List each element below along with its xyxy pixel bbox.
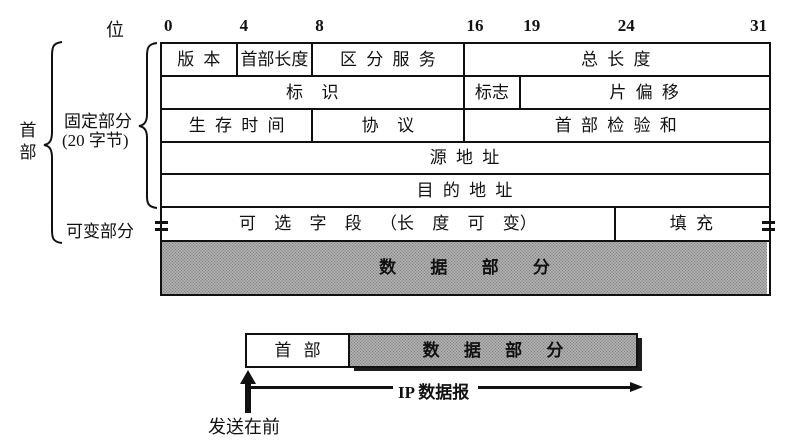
field-source-address: 源 地 址 [429,148,500,167]
ip-datagram-arrowhead [630,382,643,392]
row-3: 生 存 时 间协 议 首 部 检 验 和 [162,110,769,143]
bit-axis-label: 位 [106,20,124,40]
bit-label-31: 31 [750,16,768,35]
row-5: 目 的 地 址 [162,175,769,208]
bit-label-4: 4 [239,16,249,35]
sent-first-label: 发送在前 [208,417,280,437]
bit-label-19: 19 [523,16,541,35]
ip-datagram-line-right [478,386,631,389]
bottom-data-box: 数 据 部 分 [348,333,638,368]
field-differentiated-services: 区 分 服 务 [313,44,465,75]
row-4: 源 地 址 [162,143,769,175]
variable-part-label: 可变部分 [66,222,134,241]
ip-datagram-label: IP 数据报 [398,383,470,402]
ip-header-table: 版 本首部长度区 分 服 务 总 长 度标 识标志 片 偏 移生 存 时 间协 议 首… [160,42,771,296]
bit-label-24: 24 [617,16,635,35]
bit-label-8: 8 [315,16,324,35]
field-fragment-offset: 片 偏 移 [609,83,679,102]
field-ttl: 生 存 时 间 [162,110,314,141]
field-protocol: 协 议 [313,110,465,141]
field-flags: 标志 [465,77,522,108]
bit-label-0: 0 [164,16,173,35]
field-version: 版 本 [162,44,238,75]
field-header-checksum: 首 部 检 验 和 [554,116,677,135]
header-brace [43,41,63,244]
row-7: 数 据 部 分 [162,242,769,294]
field-header-length: 首部长度 [238,44,314,75]
break-mark-left [155,220,168,233]
row-1: 版 本首部长度区 分 服 务 总 长 度 [162,44,769,77]
row-2: 标 识标志 片 偏 移 [162,77,769,110]
field-identification: 标 识 [162,77,465,108]
field-data-part: 数 据 部 分 [162,242,767,294]
ip-datagram-line-left [250,386,393,389]
sent-first-arrow-head [240,370,256,384]
sent-first-arrow-shaft [245,383,251,413]
break-mark-right [762,220,775,233]
bit-label-16: 16 [466,16,484,35]
bottom-header-box: 首 部 [245,333,350,368]
field-options: 可 选 字 段 （长 度 可 变） [162,208,616,240]
field-padding: 填 充 [669,214,713,233]
fixed-part-label-line1: 固定部分 [64,112,132,131]
row-6: 可 选 字 段 （长 度 可 变） 填 充 [162,208,769,242]
field-destination-address: 目 的 地 址 [416,181,513,200]
fixed-part-brace [138,42,158,209]
header-group-label: 首部 [19,121,37,162]
fixed-part-label-line2: (20 字节) [62,131,129,150]
field-total-length: 总 长 度 [581,50,651,69]
